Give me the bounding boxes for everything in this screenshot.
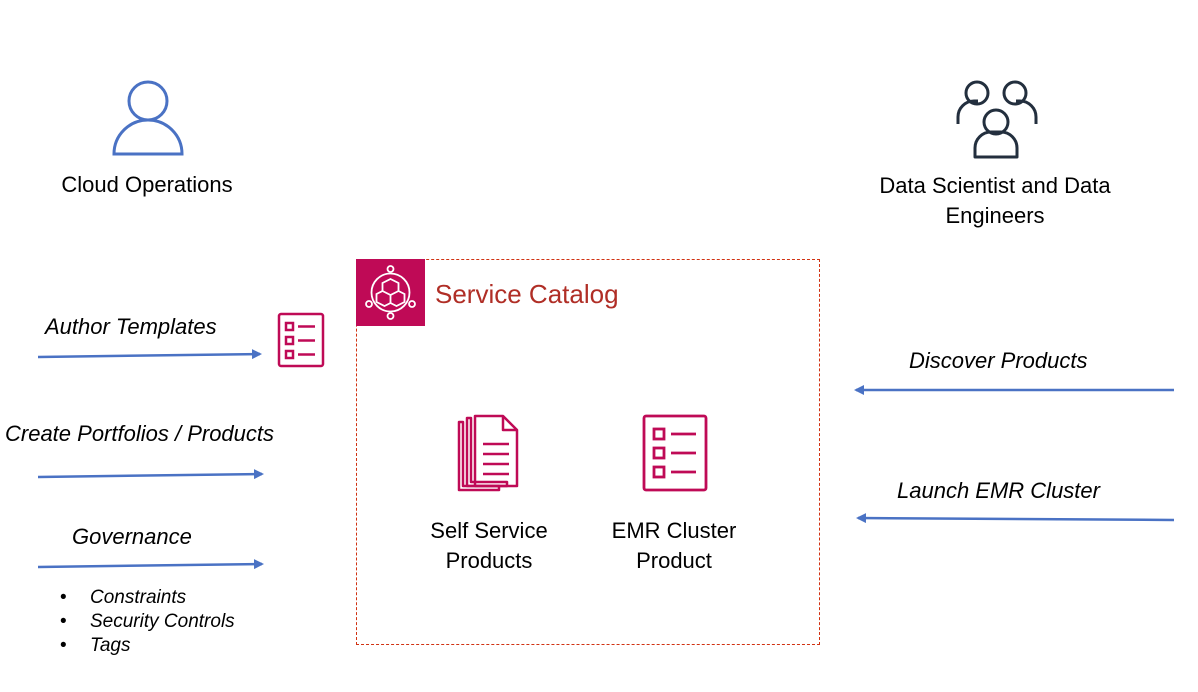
governance-item: •Tags (60, 635, 131, 656)
launch-emr-cluster-label: Launch EMR Cluster (897, 478, 1100, 503)
emr-cluster-line2: Product (636, 548, 712, 573)
service-catalog-container (356, 259, 820, 645)
cloud-operations-label: Cloud Operations (61, 172, 233, 197)
governance-item: •Constraints (60, 587, 187, 608)
self-service-line1: Self Service (430, 518, 548, 543)
governance-list: •Constraints •Security Controls •Tags (60, 586, 235, 658)
service-catalog-badge (356, 259, 425, 326)
data-scientist-label: Data Scientist and Data Engineers (845, 171, 1145, 231)
service-catalog-title: Service Catalog (435, 279, 619, 309)
emr-checklist-icon (642, 414, 708, 492)
governance-label: Governance (72, 524, 192, 549)
emr-cluster-line1: EMR Cluster (611, 518, 737, 543)
data-scientist-label-line2: Engineers (945, 203, 1045, 228)
governance-item-text: Security Controls (90, 611, 235, 632)
user-icon (112, 80, 184, 156)
create-portfolios-arrow (37, 469, 264, 480)
discover-products-label: Discover Products (909, 348, 1088, 373)
create-portfolios-label: Create Portfolios / Products (5, 421, 275, 446)
governance-item-text: Constraints (90, 587, 187, 608)
author-templates-label: Author Templates (45, 314, 217, 339)
governance-item: •Security Controls (60, 611, 235, 632)
emr-cluster-product-label: EMR Cluster Product (594, 516, 754, 576)
data-scientist-label-line1: Data Scientist and Data (879, 173, 1111, 198)
launch-emr-arrow (856, 513, 1175, 524)
self-service-line2: Products (445, 548, 533, 573)
users-group-icon (956, 80, 1038, 159)
governance-arrow (37, 559, 264, 570)
self-service-products-label: Self Service Products (414, 516, 564, 576)
author-templates-arrow (37, 349, 262, 360)
service-catalog-icon (365, 265, 416, 320)
template-checklist-icon (277, 312, 325, 368)
governance-item-text: Tags (90, 635, 131, 656)
documents-stack-icon (457, 414, 519, 492)
